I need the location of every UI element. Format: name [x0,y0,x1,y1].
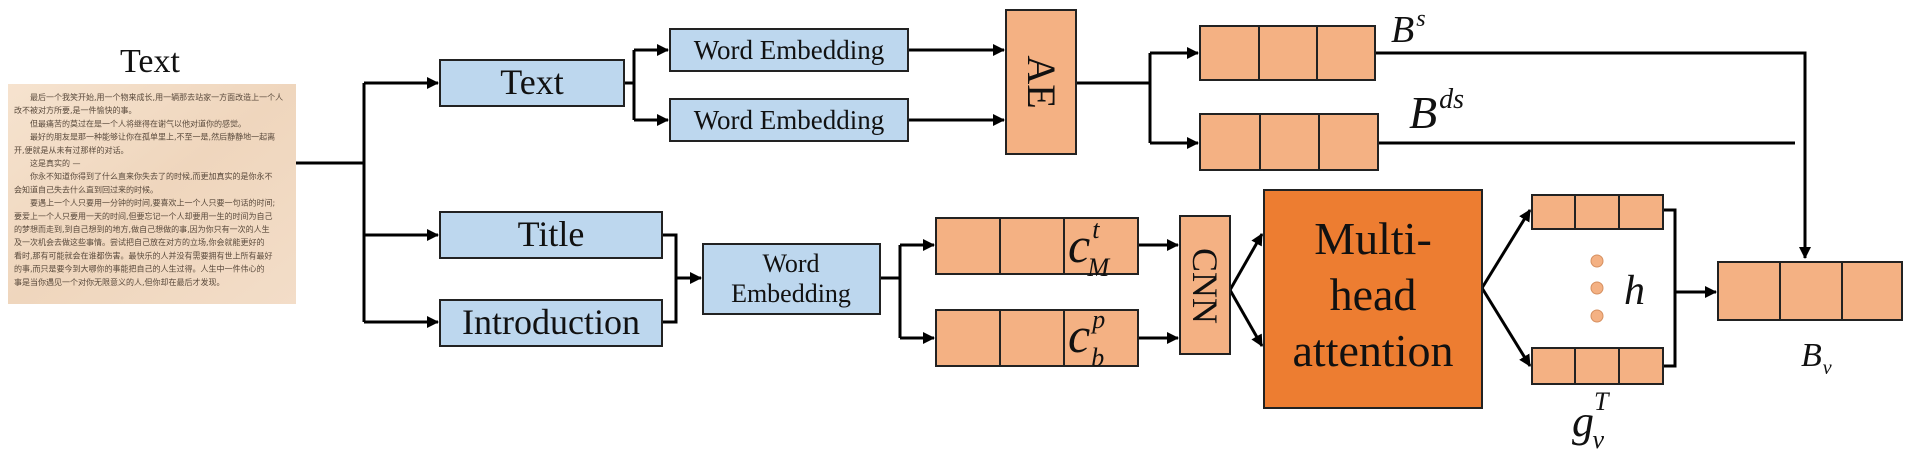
head-vector-1 [1531,194,1664,230]
document-text-line: 改不被对方所要,是一件愉快的事。 [14,105,137,115]
bds-label: Bds [1409,84,1464,138]
bv-cell-2 [1779,261,1843,321]
document-text-lines: 最后一个我笑开始,用一个物来成长,用一辆那去站家一方面改造上一个人改不被对方所要… [14,92,283,287]
head-vector-h [1531,347,1664,385]
head1-cell-2 [1574,194,1620,230]
word-embedding-label-3-line2: Embedding [731,279,851,308]
ae-block: AE [1005,9,1077,155]
document-text-line: 的事,而只是要今到大哪你的事能把自己的人生过得。人生中一件伟心的 [14,264,265,274]
word-embedding-label-3-line1: Word [762,249,819,278]
cb-vector [935,309,1139,367]
headh-cell-2 [1574,347,1620,385]
document-text-line: 最好的朋友是那一种能够让你在孤单里上,不至一是,然后静静地一起离 [14,132,275,142]
bds-cell-2 [1259,113,1320,171]
cnn-block: CNN [1179,215,1231,355]
head1-cell-3 [1618,194,1664,230]
cb-cell-3 [1063,309,1139,367]
document-title: Text [120,43,180,80]
title-input-box: Title [439,211,663,259]
cnn-label: CNN [1185,248,1225,324]
head-dots [1590,254,1604,323]
cm-vector [935,217,1139,275]
introduction-input-box: Introduction [439,299,663,347]
cm-cell-1 [935,217,1001,275]
bs-cell-1 [1199,25,1260,81]
document-text-line: 事是当你遇见一个对你无限意义的人,但你却在最后才发现。 [14,277,225,287]
head-dot-1 [1590,254,1604,268]
word-embedding-box-2: Word Embedding [669,98,909,142]
document-text-line: 开,便就是从未有过那样的对话。 [14,145,129,155]
bds-vector [1199,113,1379,171]
document-text-line: 要爱上一个人只要用一天的时间,但要忘记一个人却要用一生的时间为自己 [14,211,273,221]
document-text-line: 的梦想而走到,到自己想到的地方,做自己想做的事,因为你只有一次的人生 [14,224,270,234]
cnn-to-attention-arrow-upper [1228,233,1264,291]
attention-to-head1-arrow [1480,209,1532,289]
headh-cell-3 [1618,347,1664,385]
cb-cell-2 [999,309,1065,367]
document-thumbnail: 最后一个我笑开始,用一个物来成长,用一辆那去站家一方面改造上一个人改不被对方所要… [8,84,296,304]
word-embedding-box-1: Word Embedding [669,28,909,72]
document-text-line: 你永不知道你得到了什么直来你失去了的时候,而更加真实的是你永不 [14,171,273,181]
word-embedding-label-2: Word Embedding [694,105,885,135]
text-input-box: Text [439,59,625,107]
attention-to-headh-arrow [1480,287,1532,367]
bv-label: Bv [1801,337,1832,379]
attention-label-line1: Multi- [1314,213,1432,264]
word-embedding-label-1: Word Embedding [694,35,885,65]
word-embedding-box-3: Word Embedding [702,243,881,315]
document-text-line: 最后一个我笑开始,用一个物来成长,用一辆那去站家一方面改造上一个人 [14,92,283,102]
document-text-line: 但最痛苦的莫过在是一个人将继得在谢气以他对道你的感觉。 [14,118,246,128]
bds-cell-1 [1199,113,1261,171]
attention-label-line2: head [1330,269,1417,320]
ae-label: AE [1019,55,1064,108]
multi-head-attention-block: Multi- head attention [1263,189,1483,409]
bs-vector [1199,25,1376,81]
cm-cell-2 [999,217,1065,275]
bs-cell-3 [1316,25,1376,81]
introduction-input-label: Introduction [462,302,640,342]
document-text-line: 要遇上一个人只要用一分钟的时间,要喜欢上一个人只要一句话的时间; [14,198,275,208]
document-text-line: 会知道自己失去什么直到回过来的时候。 [14,184,158,194]
bv-cell-1 [1717,261,1781,321]
bv-vector [1717,261,1903,321]
bs-to-bv-arrow [1375,51,1811,259]
document-paper [8,84,296,304]
title-input-label: Title [518,214,585,254]
document-text-line: 及一次机会去做这些事情。尝试把自己放在对方的立场,你会就能更好的 [14,237,265,247]
cm-cell-3 [1063,217,1139,275]
connections [296,44,1811,368]
head1-cell-1 [1531,194,1576,230]
headh-cell-1 [1531,347,1576,385]
cb-cell-1 [935,309,1001,367]
text-input-label: Text [500,62,563,102]
head-dot-2 [1590,281,1604,295]
bv-cell-3 [1841,261,1903,321]
bds-cell-3 [1318,113,1379,171]
attention-label-line3: attention [1293,325,1454,376]
heads-merge-line [1663,208,1677,368]
title-intro-merge-line [662,233,678,324]
document-text-line: 这是真实的 — [14,158,81,168]
bs-label: Bs [1391,6,1426,51]
head-count-label: h [1624,268,1645,314]
cnn-to-attention-arrow-lower [1228,289,1264,347]
bs-cell-2 [1258,25,1318,81]
head-dot-3 [1590,309,1604,323]
document-text-line: 看时,那有可能就会在谁都伤害。最快乐的人并没有需要拥有世上所有最好 [14,250,273,260]
